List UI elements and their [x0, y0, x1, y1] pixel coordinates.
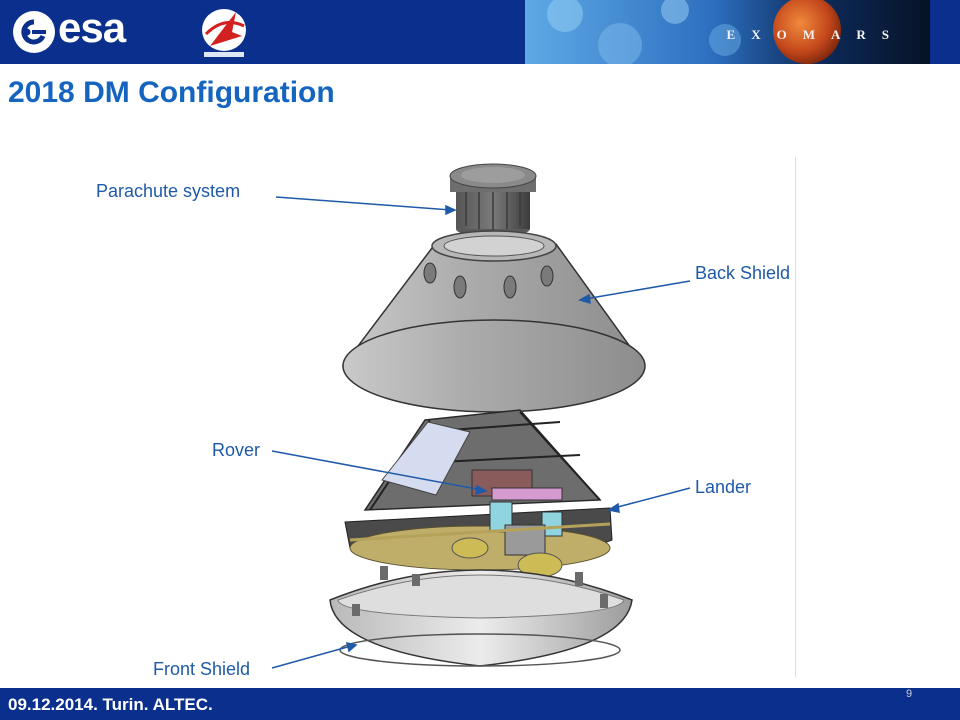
back-shield-label: Back Shield	[695, 263, 791, 283]
parachute-arrowhead	[445, 204, 457, 216]
lander-label: Lander	[695, 477, 752, 497]
page-title: 2018 DM Configuration	[8, 76, 335, 109]
footer-bar: 09.12.2014. Turin. ALTEC. 9	[0, 688, 960, 720]
page-number: 9	[906, 688, 913, 700]
front-shield	[329, 566, 633, 667]
exomars-text: EXOMARS	[726, 27, 905, 42]
roscosmos-emblem-icon	[202, 9, 246, 57]
vertical-divider	[795, 157, 796, 677]
front-shield-leader-line	[271, 645, 352, 669]
parachute-system-label: Parachute system	[96, 181, 241, 201]
header-bar: esa	[0, 0, 960, 64]
back-shield-leader-line	[584, 280, 691, 300]
footer-text: 09.12.2014. Turin. ALTEC.	[8, 695, 213, 714]
exomars-banner-art	[525, 0, 945, 64]
esa-logo-text: esa	[58, 4, 126, 51]
rover-arrowhead	[475, 484, 488, 496]
parachute-system	[449, 163, 537, 237]
parachute-leader-line	[275, 196, 452, 211]
esa-logo	[13, 11, 55, 53]
rover-label: Rover	[212, 440, 261, 460]
lander-leader-line	[613, 487, 691, 509]
lander-arrowhead	[607, 502, 620, 513]
front-shield-label: Front Shield	[153, 659, 251, 679]
exomars-banner: EXOMARS	[525, 0, 945, 64]
back-shield	[341, 230, 646, 413]
rover-leader-line	[271, 450, 483, 491]
back-shield-arrowhead	[578, 293, 591, 305]
front-shield-arrowhead	[345, 642, 358, 653]
lander	[344, 409, 613, 578]
